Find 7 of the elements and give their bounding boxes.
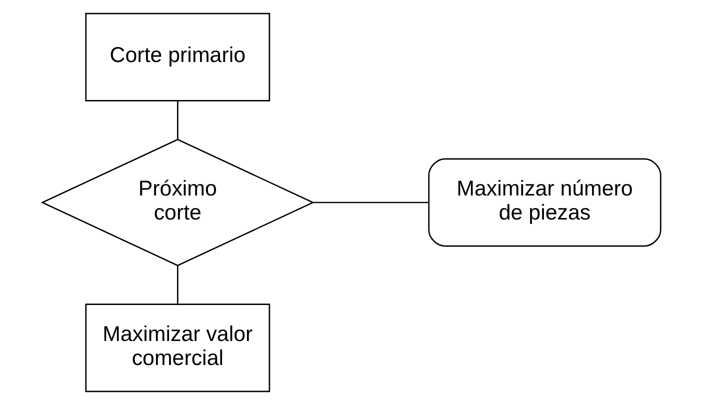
connector: [176, 266, 178, 304]
node-diamond: Próximo corte: [40, 138, 314, 266]
node-box: Maximizar valor comercial: [84, 304, 270, 392]
connector: [176, 100, 178, 140]
node-box: Corte primario: [84, 12, 270, 102]
node-box: Maximizar número de piezas: [428, 158, 661, 247]
connector: [312, 202, 428, 204]
